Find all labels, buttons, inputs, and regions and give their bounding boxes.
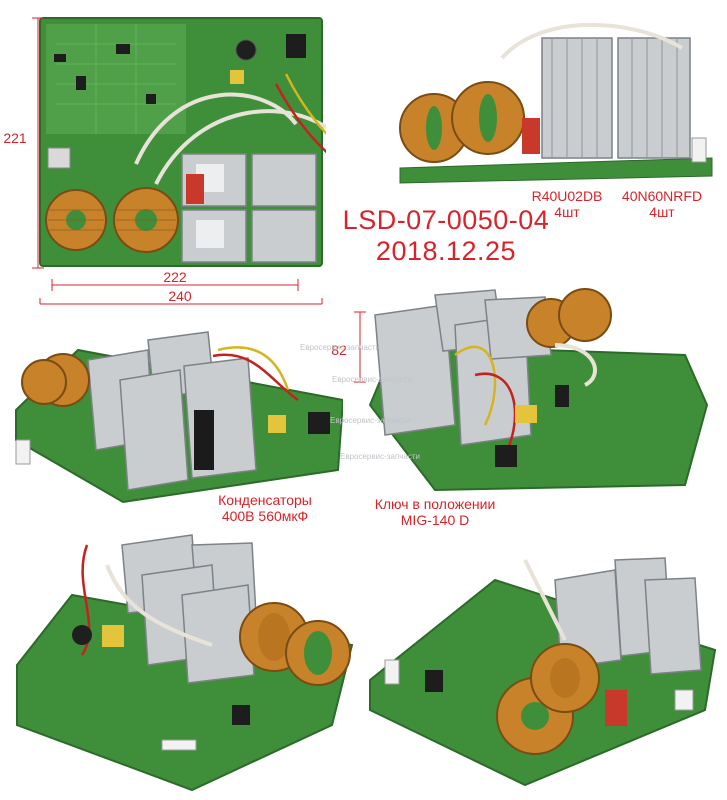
photo-board-angle-right [355,285,715,495]
dimension-height: 221 [3,130,27,146]
watermark-4: Евросервис-запчасти [340,452,420,461]
watermark-1: Евросервис-запчасти [300,343,380,352]
photo-board-side [392,18,717,188]
capacitors-line1: Конденсаторы [218,492,312,508]
switch-line2: MIG-140 D [400,512,470,529]
photo-board-angle-left [8,320,343,505]
dimension-side-height: 82 [331,342,347,358]
photo-board-bottom-left [12,525,357,795]
switch-line1: Ключ в положении [374,496,496,512]
watermark-2: Евросервис-запчасти [332,375,412,384]
capacitors-label: Конденсаторы 400В 560мкФ [200,492,330,524]
model-date: 2018.12.25 [375,236,517,267]
dimension-inner-width: 222 [163,269,187,285]
photo-board-bottom-right [365,540,720,790]
photo-board-top [36,14,326,270]
model-number: LSD-07-0050-04 [342,205,550,235]
dimension-lines [0,0,330,305]
capacitors-line2: 400В 560мкФ [221,508,309,525]
dimension-outer-width: 240 [168,288,192,304]
transistor-1-label: R40U02DB 4шт [522,188,612,220]
watermark-3: Евросервис-запчасти [330,416,410,425]
transistor-1-qty: 4шт [554,204,580,221]
switch-label: Ключ в положении MIG-140 D [345,496,525,528]
transistor-2-label: 40N60NRFD 4шт [612,188,712,220]
side-height-line [350,310,370,384]
model-title: LSD-07-0050-04 2018.12.25 [336,205,556,267]
transistor-1-part: R40U02DB [531,188,603,204]
transistor-2-part: 40N60NRFD [621,188,703,204]
transistor-2-qty: 4шт [649,204,675,221]
